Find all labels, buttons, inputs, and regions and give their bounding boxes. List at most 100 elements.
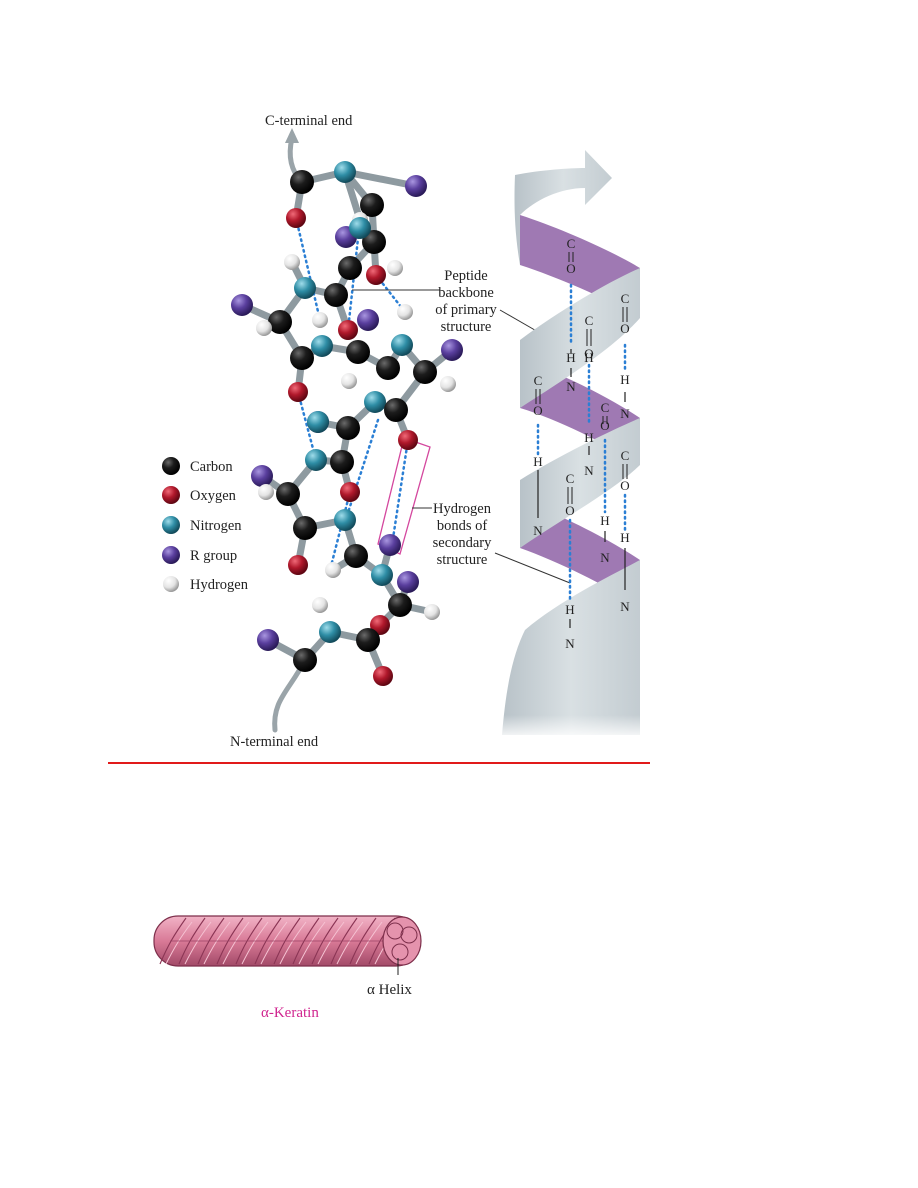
hydrogen-label-line4: structure	[437, 552, 488, 568]
peptide-backbone-callout: Peptide backbone of primary structure	[352, 268, 541, 335]
rope-strand	[292, 917, 320, 965]
alpha-helix-label: α Helix	[367, 982, 412, 998]
svg-text:of primary: of primary	[435, 302, 497, 318]
legend-rgroup-label: R group	[190, 548, 237, 564]
rope-end-strand-3	[391, 943, 409, 961]
svg-text:structure: structure	[437, 552, 488, 568]
rope-strand	[178, 917, 206, 965]
nitrogen-atom	[391, 334, 413, 356]
rgroup-atom	[379, 534, 401, 556]
helix-hydrogen-bonds	[536, 283, 627, 604]
rope-strand	[254, 917, 282, 965]
hydrogen-bonds-callout: Hydrogen bonds of secondary structure	[412, 501, 571, 584]
helix-front-band-top	[514, 150, 612, 265]
peptide-label-line2: backbone	[438, 285, 494, 301]
carbon-atom	[290, 346, 314, 370]
svg-text:backbone: backbone	[438, 285, 494, 301]
rgroup-atom	[397, 571, 419, 593]
svg-text:structure: structure	[441, 319, 492, 335]
hydrogen-atom	[387, 260, 403, 276]
helix-nitrogen-letter: N	[620, 599, 630, 614]
nitrogen-atom	[319, 621, 341, 643]
rope-strands	[159, 917, 402, 965]
hydrogen-bond-highlight-box	[377, 437, 431, 555]
nitrogen-atom	[307, 411, 329, 433]
hydrogen-atom	[312, 597, 328, 613]
svg-text:Hydrogen: Hydrogen	[433, 501, 492, 517]
legend-rgroup-swatch	[162, 546, 180, 564]
svg-text:secondary: secondary	[433, 535, 493, 551]
rope-strand-highlight	[260, 921, 288, 965]
nitrogen-atom	[311, 335, 333, 357]
hydrogen-label-line1: Hydrogen	[433, 501, 492, 517]
hydrogen-label-line3: secondary	[433, 535, 493, 551]
carbon-atom	[290, 170, 314, 194]
nitrogen-atom	[349, 217, 371, 239]
helix-nitrogen-letter: N	[584, 463, 594, 478]
rope-strand	[311, 917, 339, 965]
nitrogen-atom	[334, 161, 356, 183]
c-terminal-callout: C-terminal end	[265, 113, 353, 129]
hydrogen-atom	[284, 254, 300, 270]
helix-carbon-letter: C	[621, 448, 630, 463]
legend-hydrogen-label: Hydrogen	[190, 577, 249, 593]
rope-strand	[159, 917, 187, 965]
carbon-atom	[276, 482, 300, 506]
peptide-label-line1: Peptide	[444, 268, 488, 284]
carbon-atom	[344, 544, 368, 568]
hydrogen-atom	[341, 373, 357, 389]
carbon-atom	[376, 356, 400, 380]
hydrogen-atom	[325, 562, 341, 578]
nitrogen-atom	[305, 449, 327, 471]
rope-strand	[349, 917, 377, 965]
hydrogen-atom	[424, 604, 440, 620]
rgroup-atom	[405, 175, 427, 197]
hydrogen-label-line2: bonds of	[437, 518, 488, 534]
rope-strand-highlight	[203, 921, 231, 965]
oxygen-atom	[286, 208, 306, 228]
carbon-atom	[324, 283, 348, 307]
c-terminal-arrow-icon	[285, 128, 299, 143]
carbon-atom	[384, 398, 408, 422]
alpha-keratin-title: α-Keratin	[261, 1005, 319, 1021]
carbon-atom	[362, 230, 386, 254]
peptide-label-line4: structure	[441, 319, 492, 335]
carbon-atom	[330, 450, 354, 474]
ball-and-stick-model	[231, 128, 463, 733]
helix-oxygen-letter: O	[620, 478, 629, 493]
legend-nitrogen-label: Nitrogen	[190, 518, 242, 534]
svg-text:bonds of: bonds of	[437, 518, 488, 534]
helix-oxygen-letter: O	[565, 503, 574, 518]
helix-nitrogen-letter: N	[566, 379, 576, 394]
oxygen-atom	[288, 555, 308, 575]
hydrogen-leader-line-right	[494, 552, 571, 584]
rope-end-strand-2	[400, 926, 418, 944]
helix-oxygen-letter: O	[600, 418, 609, 433]
helix-carbon-letter: C	[601, 400, 610, 415]
legend-carbon-label: Carbon	[190, 459, 233, 475]
rope-strand-highlight	[317, 921, 345, 965]
n-terminal-label: N-terminal end	[230, 734, 319, 750]
helix-oxygen-letter: O	[566, 261, 575, 276]
oxygen-atom	[398, 430, 418, 450]
legend-hydrogen-swatch	[163, 576, 179, 592]
nitrogen-atom	[294, 277, 316, 299]
helix-oxygen-letter: O	[533, 403, 542, 418]
helix-carbon-letter: C	[566, 471, 575, 486]
atoms	[231, 161, 463, 686]
oxygen-atom	[373, 666, 393, 686]
rope-strand	[216, 917, 244, 965]
rope-strand-highlight	[184, 921, 212, 965]
n-terminal-callout: N-terminal end	[230, 734, 319, 750]
hydrogen-atom	[256, 320, 272, 336]
helix-nitrogen-letter: N	[620, 406, 630, 421]
rope-strand-highlight	[298, 921, 326, 965]
rope-strand	[330, 917, 358, 965]
helix-hydrogen-letter: H	[584, 430, 593, 445]
helix-hydrogen-letter: H	[584, 350, 593, 365]
hydrogen-atom	[312, 312, 328, 328]
rope-strand	[273, 917, 301, 965]
peptide-label-line3: of primary	[435, 302, 497, 318]
